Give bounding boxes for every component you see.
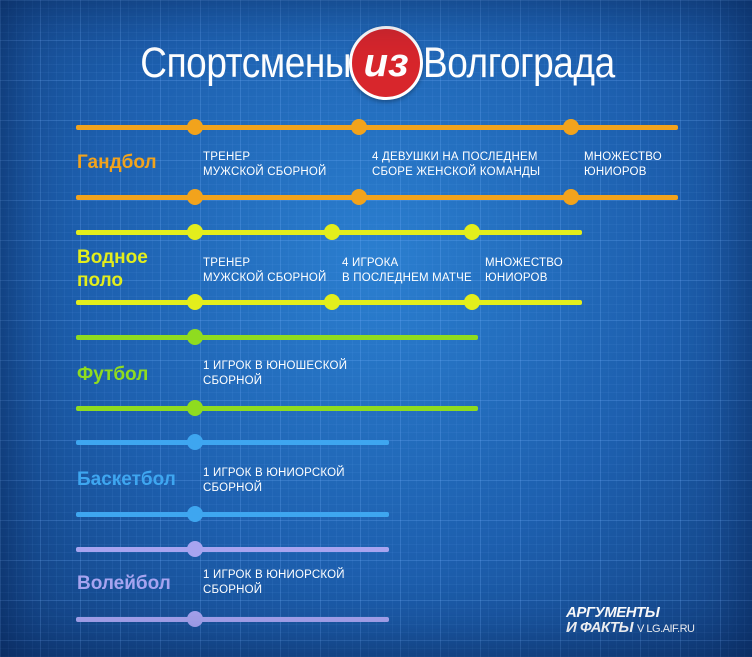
volleyball-dot <box>187 611 203 627</box>
sport-name-football: Футбол <box>77 364 149 385</box>
basketball-top-line <box>76 440 389 445</box>
fact: 1 игрок в юношеской сборной <box>203 360 348 387</box>
title-right: Волгограда <box>423 38 615 87</box>
football-bottom-line <box>76 406 478 411</box>
basketball-dot <box>187 434 203 450</box>
sport-name-waterpolo: Водное поло <box>77 247 148 291</box>
handball-bottom-line <box>76 195 678 200</box>
handball-top-line <box>76 125 678 130</box>
sport-name-basketball: Баскетбол <box>77 469 176 490</box>
fact: Тренер мужской сборной <box>203 257 327 284</box>
fact: Множество юниоров <box>485 257 563 284</box>
football-dot <box>187 329 203 345</box>
fact: 1 игрок в юниорской сборной <box>203 569 345 596</box>
logo-line2-wrap: и фактыV LG.AIF.RU <box>566 619 695 637</box>
handball-dot <box>187 189 203 205</box>
waterpolo-dot <box>324 294 340 310</box>
volleyball-bottom-line <box>76 617 389 622</box>
football-top-line <box>76 335 478 340</box>
fact: 4 девушки на последнем сборе женской ком… <box>372 151 541 178</box>
logo-line1: Аргументы <box>566 604 660 621</box>
waterpolo-dot <box>464 224 480 240</box>
waterpolo-dot <box>187 294 203 310</box>
aif-logo: Аргументы и фактыV LG.AIF.RU <box>566 604 695 637</box>
sport-name-volleyball: Волейбол <box>77 573 171 594</box>
handball-dot <box>563 119 579 135</box>
waterpolo-dot <box>187 224 203 240</box>
handball-dot <box>563 189 579 205</box>
fact: Множество юниоров <box>584 151 662 178</box>
football-dot <box>187 400 203 416</box>
handball-dot <box>351 119 367 135</box>
sport-name-handball: Гандбол <box>77 152 157 173</box>
volleyball-dot <box>187 541 203 557</box>
logo-line2: и факты <box>566 619 634 636</box>
title-circle: из <box>349 26 424 100</box>
title-left: Спортсмены <box>140 38 352 87</box>
basketball-dot <box>187 506 203 522</box>
handball-dot <box>187 119 203 135</box>
waterpolo-dot <box>464 294 480 310</box>
logo-url: V LG.AIF.RU <box>637 623 695 635</box>
volleyball-top-line <box>76 547 389 552</box>
waterpolo-dot <box>324 224 340 240</box>
fact: 4 игрока в последнем матче <box>342 257 472 284</box>
basketball-bottom-line <box>76 512 389 517</box>
fact: 1 игрок в юниорской сборной <box>203 467 345 494</box>
title: Спортсмены из Волгограда <box>0 26 752 100</box>
fact: Тренер мужской сборной <box>203 151 327 178</box>
handball-dot <box>351 189 367 205</box>
